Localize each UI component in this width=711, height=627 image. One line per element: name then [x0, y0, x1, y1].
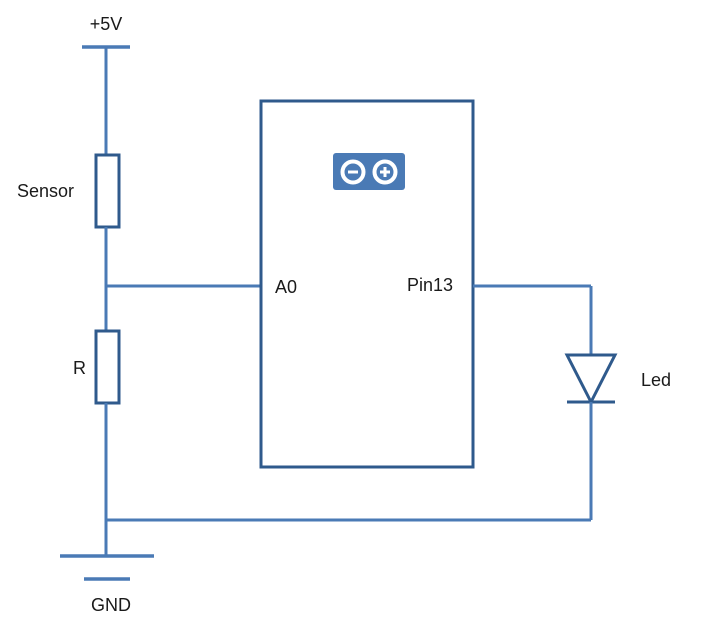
- vcc-terminal: [82, 45, 130, 155]
- vcc-label: +5V: [90, 14, 123, 34]
- sensor-resistor: [94, 153, 121, 229]
- arduino-board: [259, 99, 475, 469]
- resistor-r: [94, 329, 121, 405]
- pin13-label: Pin13: [407, 275, 453, 295]
- led-label: Led: [641, 370, 671, 390]
- led-diode: [564, 353, 618, 406]
- arduino-logo-icon: [333, 153, 405, 190]
- a0-pin-label: A0: [275, 277, 297, 297]
- sensor-label: Sensor: [17, 181, 74, 201]
- resistor-label: R: [73, 358, 86, 378]
- gnd-label: GND: [91, 595, 131, 615]
- ground-symbol: [60, 554, 154, 581]
